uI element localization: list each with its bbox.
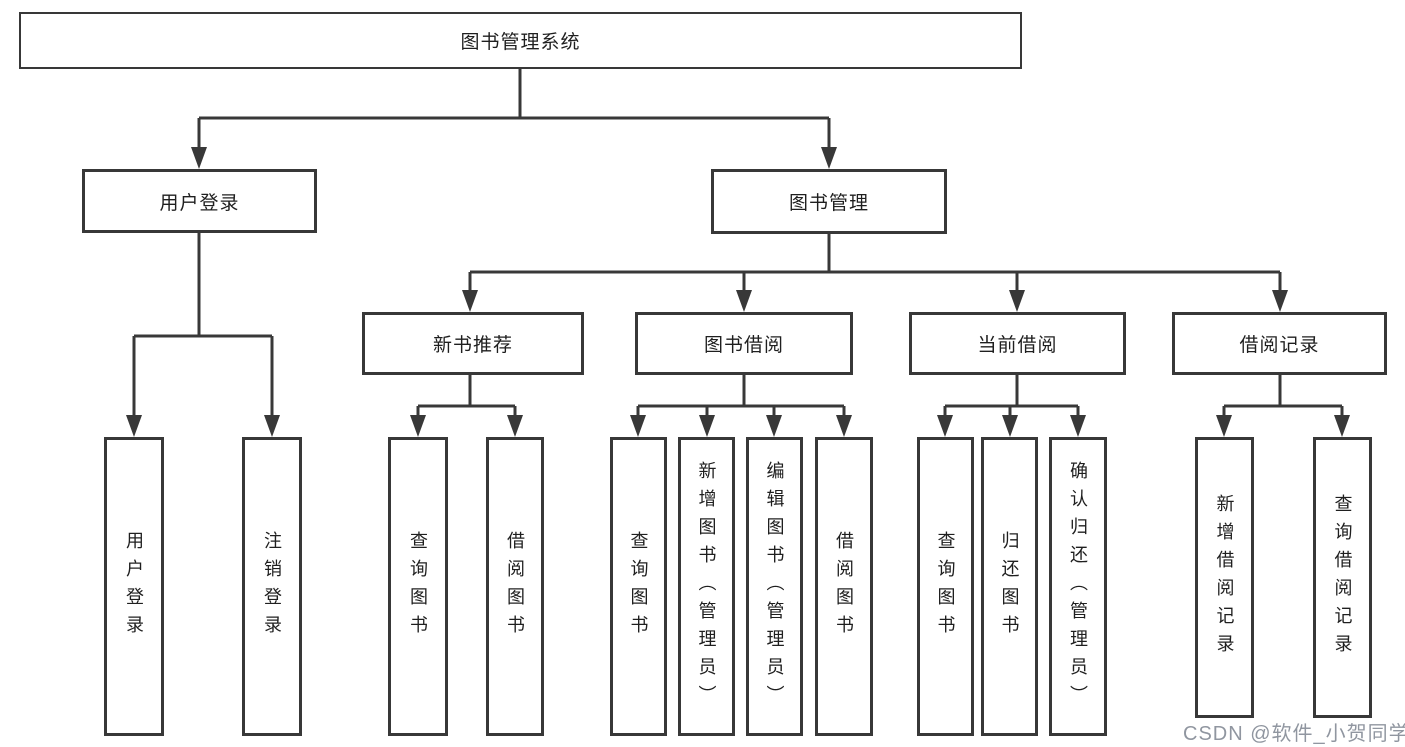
node-borrowing-records-label: 借阅记录 [1239, 335, 1320, 356]
node-user-login: 用户登录 [82, 169, 317, 233]
leaf-query-books-borrowing: 查询图书 [610, 437, 667, 736]
leaf-query-books-current-label: 查询图书 [935, 530, 956, 643]
node-book-management: 图书管理 [711, 169, 947, 234]
leaf-add-borrow-record-label: 新增借阅记录 [1214, 493, 1235, 662]
leaf-edit-book-admin: 编辑图书（管理员） [746, 437, 803, 736]
leaf-logout-login-label: 注销登录 [262, 530, 282, 643]
leaf-query-books-current: 查询图书 [917, 437, 974, 736]
leaf-edit-book-admin-label: 编辑图书（管理员） [764, 460, 785, 713]
leaf-user-login-label: 用户登录 [124, 530, 144, 643]
tree-edges [132, 69, 1344, 422]
node-root-label: 图书管理系统 [460, 32, 581, 53]
leaf-borrow-books-recommend-label: 借阅图书 [505, 530, 525, 643]
watermark: CSDN @软件_小贺同学 [1183, 723, 1405, 745]
node-current-borrowing-label: 当前借阅 [977, 335, 1058, 356]
leaf-borrow-books-recommend: 借阅图书 [486, 437, 544, 736]
node-user-login-label: 用户登录 [159, 192, 240, 214]
leaf-query-books-recommend-label: 查询图书 [408, 530, 428, 643]
leaf-add-borrow-record: 新增借阅记录 [1195, 437, 1254, 718]
leaf-borrow-books-borrowing: 借阅图书 [815, 437, 873, 736]
node-new-book-recommend-label: 新书推荐 [432, 335, 513, 356]
leaf-return-book-label: 归还图书 [999, 530, 1020, 643]
node-new-book-recommend: 新书推荐 [362, 312, 584, 375]
node-borrowing-records: 借阅记录 [1172, 312, 1387, 375]
leaf-add-book-admin: 新增图书（管理员） [678, 437, 735, 736]
arrowheads [126, 147, 1350, 437]
leaf-query-borrow-record: 查询借阅记录 [1313, 437, 1372, 718]
node-root: 图书管理系统 [19, 12, 1022, 69]
leaf-query-books-recommend: 查询图书 [388, 437, 448, 736]
leaf-query-books-borrowing-label: 查询图书 [628, 530, 649, 643]
leaf-logout-login: 注销登录 [242, 437, 302, 736]
leaf-borrow-books-borrowing-label: 借阅图书 [834, 530, 854, 643]
leaf-confirm-return-admin-label: 确认归还（管理员） [1068, 460, 1088, 713]
leaf-user-login: 用户登录 [104, 437, 164, 736]
node-book-borrowing-label: 图书借阅 [703, 335, 784, 356]
node-book-borrowing: 图书借阅 [635, 312, 853, 375]
node-book-management-label: 图书管理 [788, 193, 869, 214]
node-current-borrowing: 当前借阅 [909, 312, 1126, 375]
leaf-return-book: 归还图书 [981, 437, 1038, 736]
leaf-add-book-admin-label: 新增图书（管理员） [696, 460, 717, 713]
leaf-query-borrow-record-label: 查询借阅记录 [1332, 493, 1353, 662]
leaf-confirm-return-admin: 确认归还（管理员） [1049, 437, 1107, 736]
